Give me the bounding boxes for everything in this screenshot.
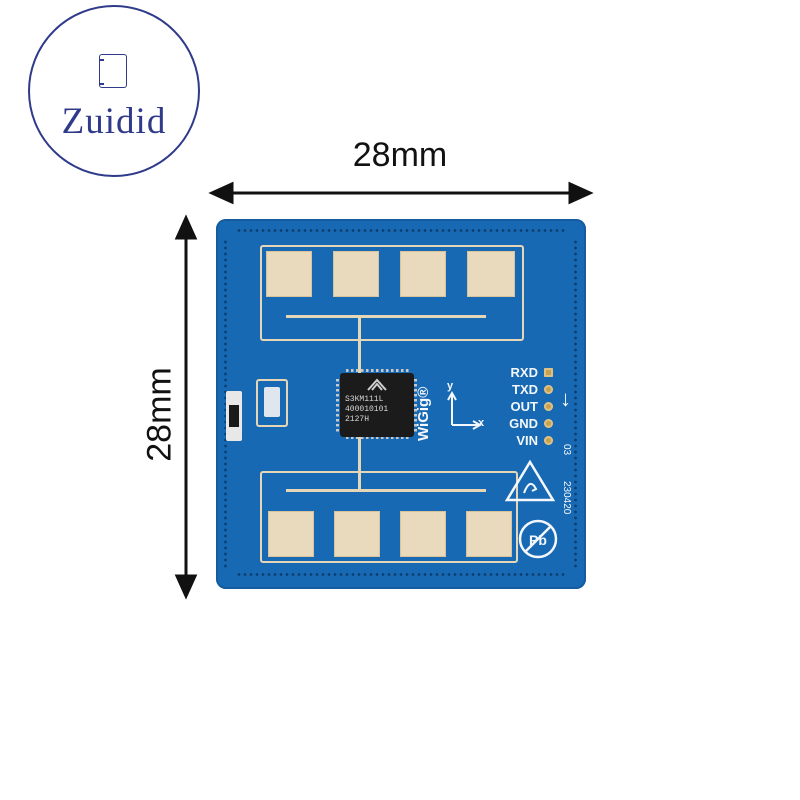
top-via-row [236, 229, 566, 232]
bottom-via-row [236, 573, 566, 576]
pin-pad-rxd [544, 368, 553, 377]
logo-ring [28, 5, 200, 177]
pin-label-gnd: GND [509, 416, 538, 431]
pin-pad-gnd [544, 419, 553, 428]
width-dimension-label: 28mm [352, 136, 448, 174]
chip-marking-2: 400010101 [345, 405, 389, 414]
top-feed-line [286, 315, 486, 318]
axis-icon [447, 390, 483, 430]
top-patch-2 [333, 251, 379, 297]
chip-left-pins [336, 379, 339, 433]
width-arrow-left-head [208, 181, 234, 205]
smd-component [226, 391, 242, 441]
top-patch-3 [400, 251, 446, 297]
right-via-col [574, 239, 577, 569]
pin-label-rxd: RXD [510, 365, 538, 380]
brand-label: WiGig® [415, 386, 432, 441]
chip-top-pins [346, 369, 410, 372]
bottom-patch-4 [466, 511, 512, 557]
top-feed-stem [358, 318, 361, 384]
registered-mark: ® [415, 386, 432, 398]
chip-logo-icon [367, 378, 387, 391]
svg-text:Pb: Pb [529, 532, 547, 548]
bottom-patch-2 [334, 511, 380, 557]
pin-pad-vin [544, 436, 553, 445]
pin-label-vin: VIN [516, 433, 538, 448]
logo-text: Zuidid [61, 101, 167, 142]
chip-marking-3: 2127H [345, 415, 370, 424]
led-footprint [256, 379, 288, 427]
chip-bottom-pins [346, 436, 410, 439]
pin-pad-out [544, 402, 553, 411]
top-antenna-array [260, 245, 524, 341]
pb-free-icon: Pb [518, 519, 558, 559]
width-arrow-right-head [568, 181, 594, 205]
chip-right-pins [414, 379, 417, 433]
pin-label-out: OUT [510, 399, 538, 414]
bottom-patch-1 [268, 511, 314, 557]
board-code-small: 03 [561, 444, 572, 456]
pin-pad-txd [544, 385, 553, 394]
pin-label-txd: TXD [512, 382, 538, 397]
top-patch-4 [467, 251, 515, 297]
axis-y-label: y [447, 380, 454, 392]
bottom-feed-line [286, 489, 486, 492]
radar-sensor-board: S3KM111L 400010101 2127H WiGig® y x RXD … [216, 219, 586, 589]
height-dimension-label: 28mm [140, 367, 179, 462]
esd-warning-icon [504, 459, 556, 502]
radar-chip: S3KM111L 400010101 2127H [340, 373, 414, 437]
bottom-antenna-array [260, 471, 518, 563]
logo-chip-icon [99, 54, 127, 88]
left-via-col [224, 239, 227, 569]
top-patch-1 [266, 251, 312, 297]
height-arrow-top-head [174, 214, 198, 240]
axis-x-label: x [478, 417, 485, 429]
down-arrow-icon: ↓ [560, 386, 571, 411]
bottom-patch-3 [400, 511, 446, 557]
brand-text: WiGig [415, 397, 432, 441]
bottom-feed-stem [358, 434, 361, 490]
height-arrow-bottom-head [174, 574, 198, 600]
board-code-vertical: 230420 [561, 481, 572, 515]
chip-marking-1: S3KM111L [345, 395, 384, 404]
